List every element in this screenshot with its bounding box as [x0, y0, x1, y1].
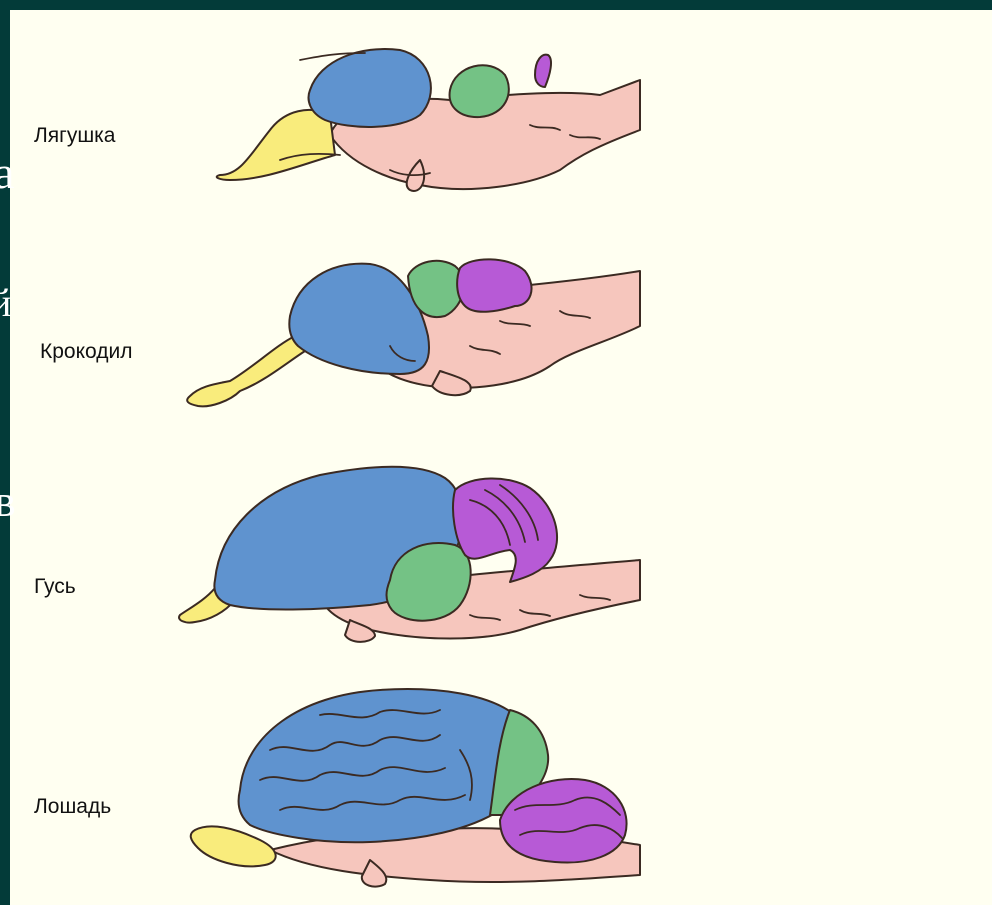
- crocodile-olfactory-tract: [187, 336, 305, 406]
- frog-olfactory-bulb: [217, 110, 335, 180]
- label-frog: Лягушка: [34, 124, 116, 148]
- diagram-panel: Лягушка Крокодил Гусь Лошадь: [10, 10, 992, 905]
- label-horse: Лошадь: [34, 795, 111, 819]
- background-letter: а: [0, 150, 14, 196]
- horse-olfactory-bulb: [191, 826, 276, 866]
- label-crocodile: Крокодил: [40, 340, 132, 364]
- frog-optic-lobe: [450, 65, 509, 117]
- horse-brain: [170, 680, 650, 890]
- background-letter: й: [0, 280, 11, 326]
- goose-brain: [170, 450, 650, 650]
- horse-cerebrum: [239, 689, 515, 842]
- crocodile-cerebellum: [457, 259, 531, 311]
- frog-cerebellum: [535, 55, 551, 87]
- frog-brain: [170, 35, 650, 205]
- background-letter: в: [0, 478, 16, 524]
- label-goose: Гусь: [34, 575, 76, 599]
- crocodile-brain: [170, 246, 650, 416]
- frog-cerebrum: [309, 49, 431, 127]
